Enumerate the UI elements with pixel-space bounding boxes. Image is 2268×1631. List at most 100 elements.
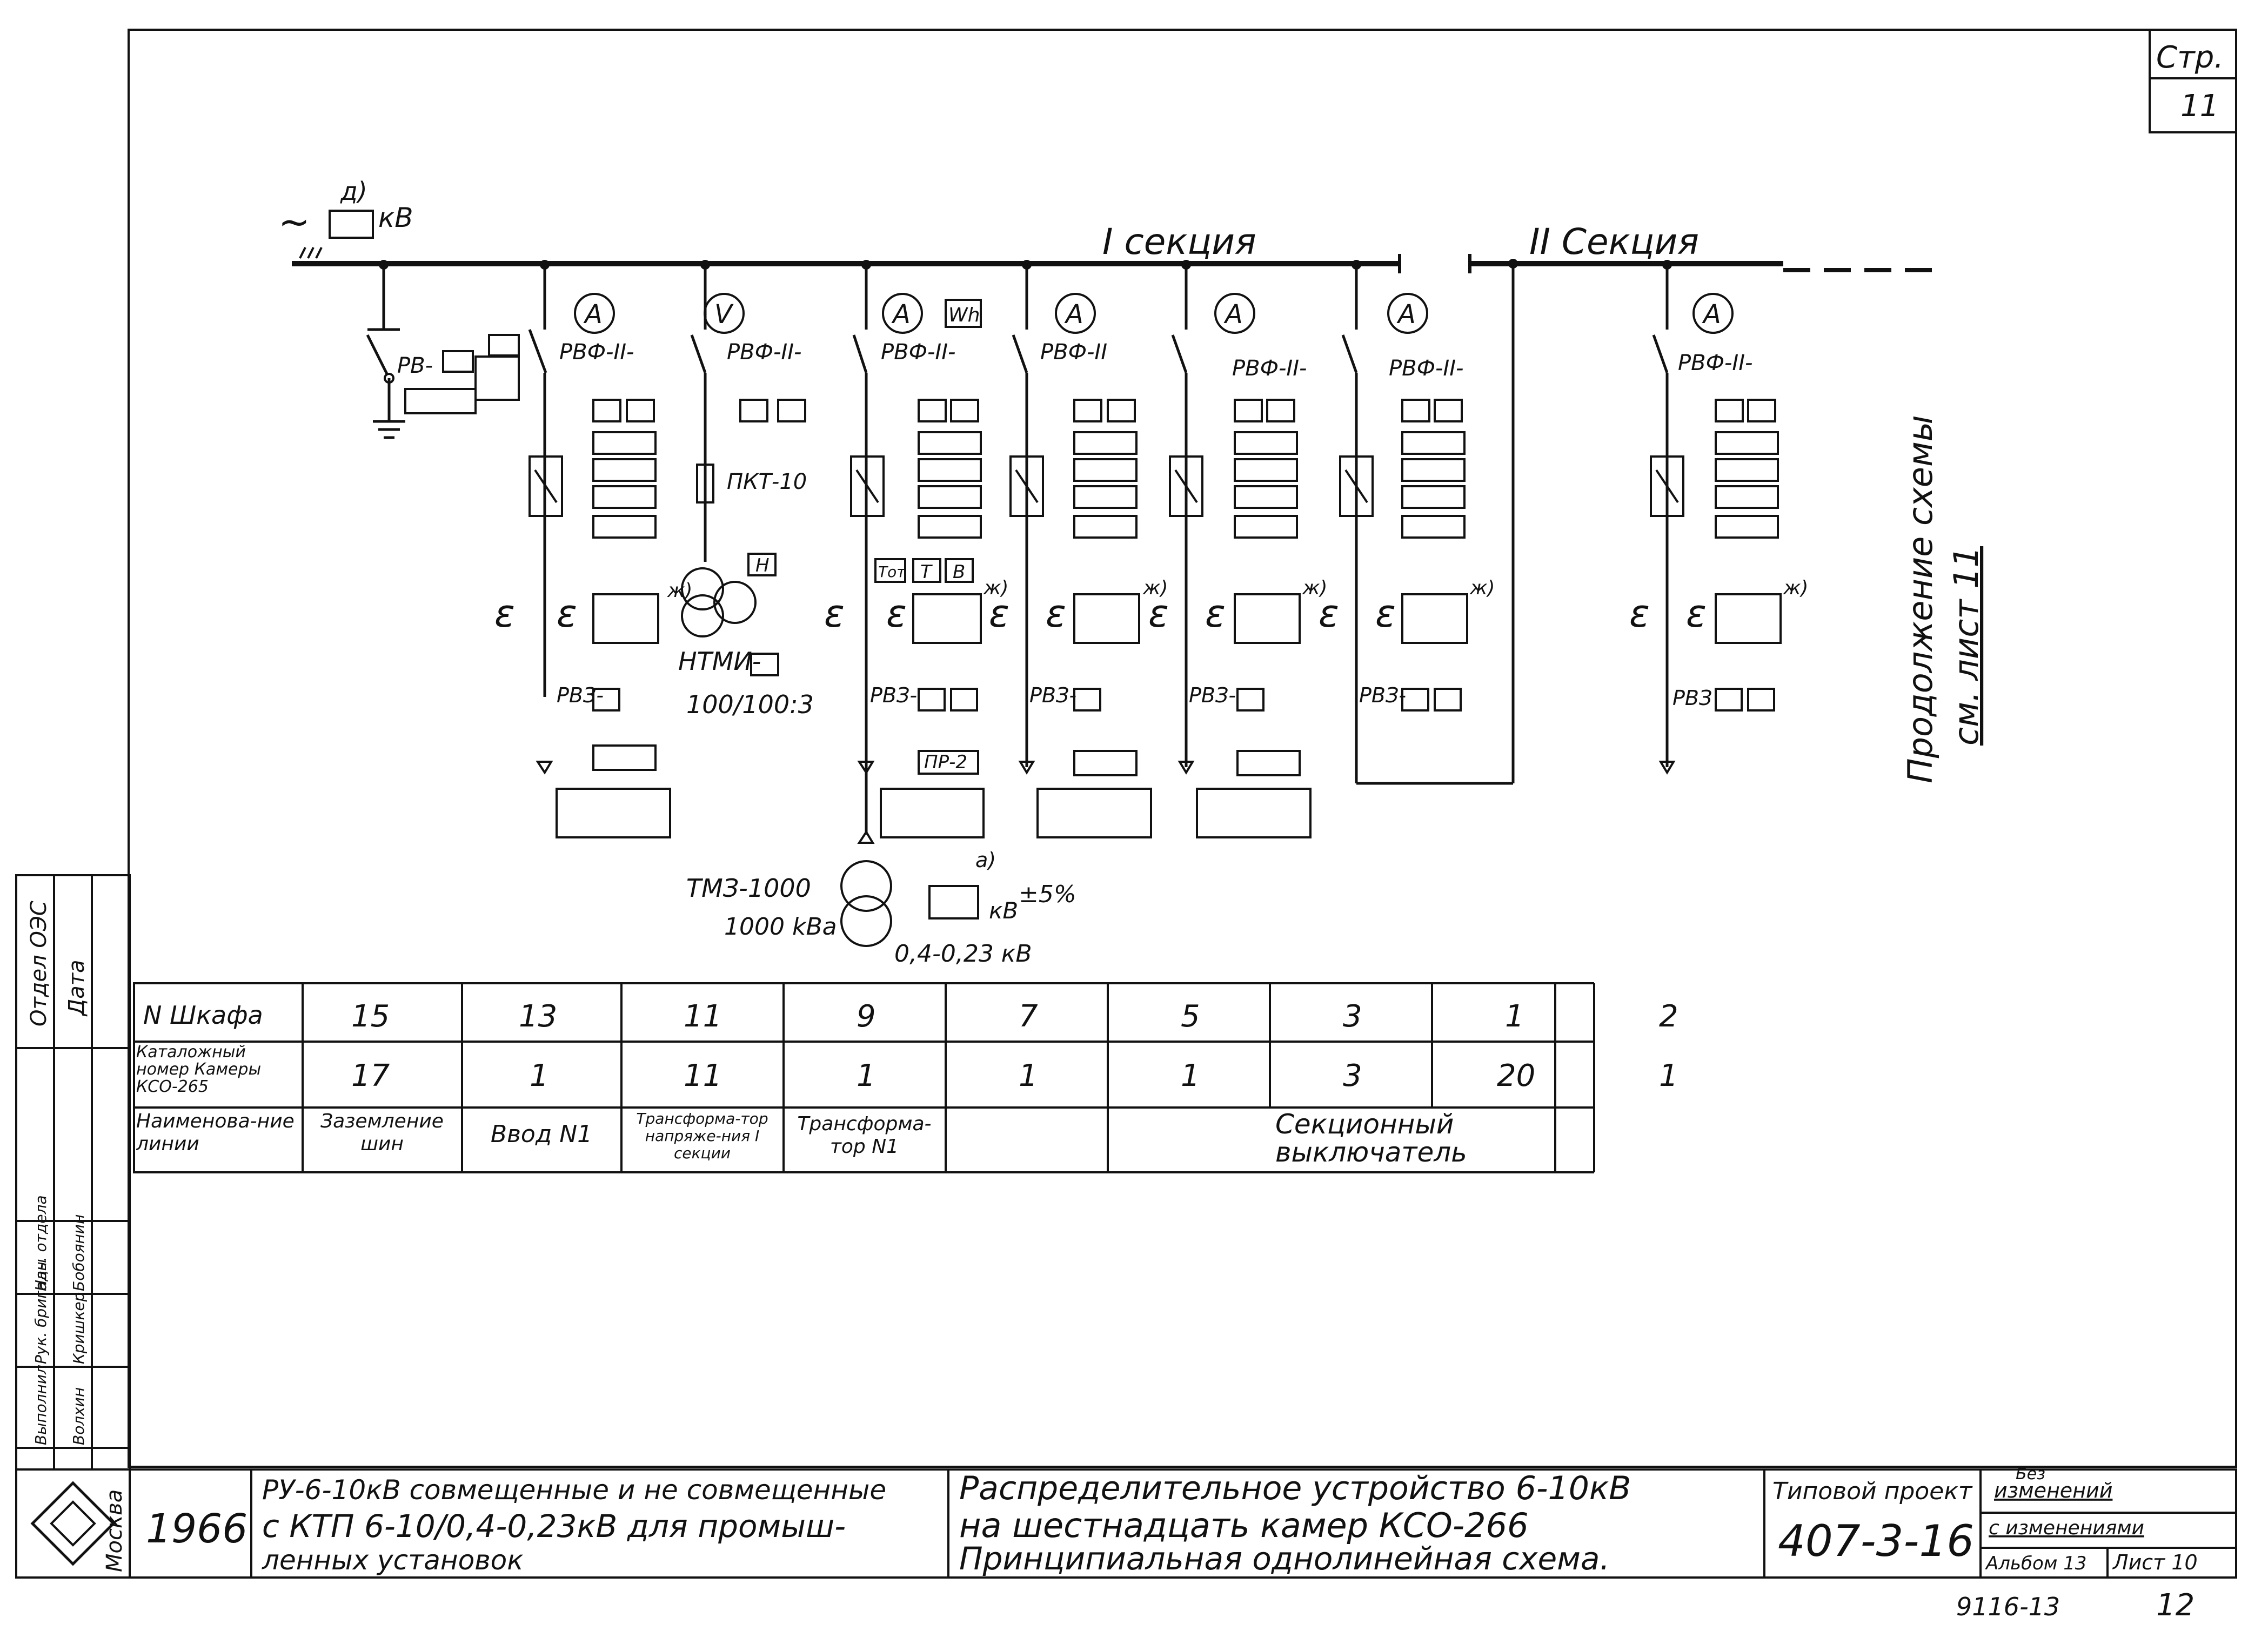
voltmeter-symbol: V (714, 299, 734, 330)
stamp-role: Выполнил (32, 1365, 50, 1445)
fuse-label: ПКТ-10 (727, 469, 807, 494)
vt-name: НТМИ- (678, 647, 761, 676)
ammeter-symbol: A (583, 299, 603, 330)
cell-number: 13 (519, 999, 557, 1034)
disconnector-label: РВФ-II- (727, 340, 801, 365)
page-label: Стр. (2156, 40, 2224, 75)
svg-text:ε: ε (1375, 592, 1396, 636)
cell-catalog: 17 (351, 1058, 390, 1093)
cell-catalog: 20 (1497, 1058, 1535, 1093)
relay-label: ж) (1302, 577, 1327, 599)
title-line-1: Распределительное устройство 6-10кВ (959, 1469, 1631, 1507)
cell-number: 2 (1659, 999, 1678, 1034)
cell-number: 3 (1343, 999, 1362, 1034)
cabinet-13: A РВФ-II- ε ε ж) РВЗ- (494, 260, 692, 838)
cell-catalog: 1 (1659, 1058, 1678, 1093)
cabinet-11: V РВФ-II- ПКТ-10 Н НТМИ- 100/100:3 (678, 260, 814, 719)
relay-label: ж) (1469, 577, 1495, 599)
stamp-name: Бобоянин (70, 1214, 88, 1291)
supply-d-label: д) (340, 177, 367, 206)
svg-text:ε: ε (1205, 592, 1226, 636)
sheet-frame (128, 29, 2237, 1468)
cabinet-table: N Шкафа Каталожный номер Камеры КСО-265 … (133, 982, 1678, 1173)
change-line-1: Без (2016, 1465, 2045, 1484)
svg-text:ε: ε (494, 592, 515, 636)
stamp-date: Дата (64, 959, 89, 1017)
ammeter-symbol: A (1396, 299, 1416, 330)
svg-text:ε: ε (989, 592, 1009, 636)
supply-label: ~ д) кВ (278, 177, 413, 244)
disconnector-label: РВФ-II (1040, 340, 1107, 365)
cell-number: 11 (684, 999, 722, 1034)
disconnector-label: РВ- (397, 353, 433, 378)
cell-name: Трансформа-тор N1 (797, 1113, 932, 1158)
sheet-label: Лист 10 (2112, 1551, 2198, 1574)
header-cabinet-number: N Шкафа (143, 1001, 263, 1030)
b-label: В (953, 561, 965, 583)
bottom-switch-label: РВЗ- (1359, 683, 1406, 707)
change-line-2: изменений (1994, 1479, 2112, 1502)
org-name: Москва (102, 1489, 127, 1572)
pr2-label: ПР-2 (924, 751, 967, 773)
title-line-2: на шестнадцать камер КСО-266 (959, 1506, 1529, 1545)
header-catalog-number: Каталожный номер Камеры КСО-265 (136, 1044, 262, 1096)
cell-number: 15 (351, 999, 390, 1034)
project-number: 407-3-16 (1778, 1516, 1974, 1566)
change-line-3: с изменениями (1989, 1517, 2144, 1539)
svg-text:ε: ε (1686, 592, 1707, 636)
cell-number: 9 (857, 999, 876, 1034)
project-label: Типовой проект (1772, 1478, 1973, 1505)
page-number: 11 (2180, 89, 2219, 124)
album-label: Альбом 13 (1985, 1553, 2087, 1574)
ammeter-symbol: A (1702, 299, 1721, 330)
cell-number: 5 (1181, 999, 1200, 1034)
title-block: Москва 1966 РУ-6-10кВ совмещенные и не с… (15, 1465, 2237, 1579)
disconnector-label: РВФ-II- (1389, 356, 1463, 381)
supply-unit: кВ (378, 202, 413, 233)
transformer-tap: ±5% (1019, 881, 1076, 908)
institute-logo (30, 1481, 116, 1566)
bottom-switch-label: РВЗ (1672, 686, 1712, 710)
cell-catalog: 1 (1019, 1058, 1038, 1093)
bottom-switch-label: РВЗ- (1189, 683, 1236, 707)
ammeter-symbol: A (1223, 299, 1243, 330)
cell-catalog: 1 (530, 1058, 549, 1093)
series-line-1: РУ-6-10кВ совмещенные и не совмещенные (262, 1474, 886, 1506)
transformer-lv: 0,4-0,23 кВ (894, 940, 1032, 968)
series-line-3: ленных установок (262, 1545, 523, 1576)
ammeter-symbol: A (891, 299, 911, 330)
continuation-line2: см. лист 11 (1946, 546, 1986, 746)
svg-text:ε: ε (1629, 592, 1650, 636)
cell-number: 7 (1019, 999, 1038, 1034)
svg-text:ε: ε (1319, 592, 1339, 636)
bottom-switch-label: РВЗ- (1029, 683, 1076, 707)
section-2-label: II Секция (1529, 221, 1699, 263)
cabinet-15: РВ- (366, 260, 520, 439)
archive-sheet: 12 (2156, 1588, 2195, 1623)
relay-label: ж) (667, 580, 692, 602)
disconnector-label: РВФ-II- (881, 340, 955, 365)
cell-catalog: 1 (1181, 1058, 1200, 1093)
cabinet-7: A РВФ-II ε ε ж) РВЗ- (989, 260, 1168, 838)
disconnector-label: РВФ-II- (1232, 356, 1307, 381)
cabinet-5: A РВФ-II- ε ε ж) РВЗ- (1148, 260, 1327, 838)
cabinet-2: A РВФ-II- ε ε ж) РВЗ (1629, 260, 1808, 775)
svg-text:ε: ε (557, 592, 577, 636)
transformer-hv-unit: кВ (989, 897, 1018, 924)
series-line-2: с КТП 6-10/0,4-0,23кВ для промыш- (262, 1508, 846, 1545)
svg-text:ε: ε (886, 592, 907, 636)
title-line-3: Принципиальная однолинейная схема. (959, 1540, 1610, 1577)
cell-number: 1 (1505, 999, 1524, 1034)
cell-name: Ввод N1 (490, 1121, 593, 1148)
cell-name: Секционный выключатель (1275, 1110, 1467, 1168)
relay-label: ж) (1783, 577, 1808, 599)
relay-label: ж) (1142, 577, 1168, 599)
svg-text:ε: ε (1046, 592, 1066, 636)
section-1-label: I секция (1102, 221, 1256, 263)
svg-text:ε: ε (824, 592, 845, 636)
year: 1966 (146, 1506, 247, 1552)
tot-label: Тот (878, 563, 906, 581)
transformer-a-label: а) (975, 848, 996, 872)
bottom-switch-label: РВЗ- (870, 683, 917, 707)
t-label: Т (920, 561, 933, 583)
